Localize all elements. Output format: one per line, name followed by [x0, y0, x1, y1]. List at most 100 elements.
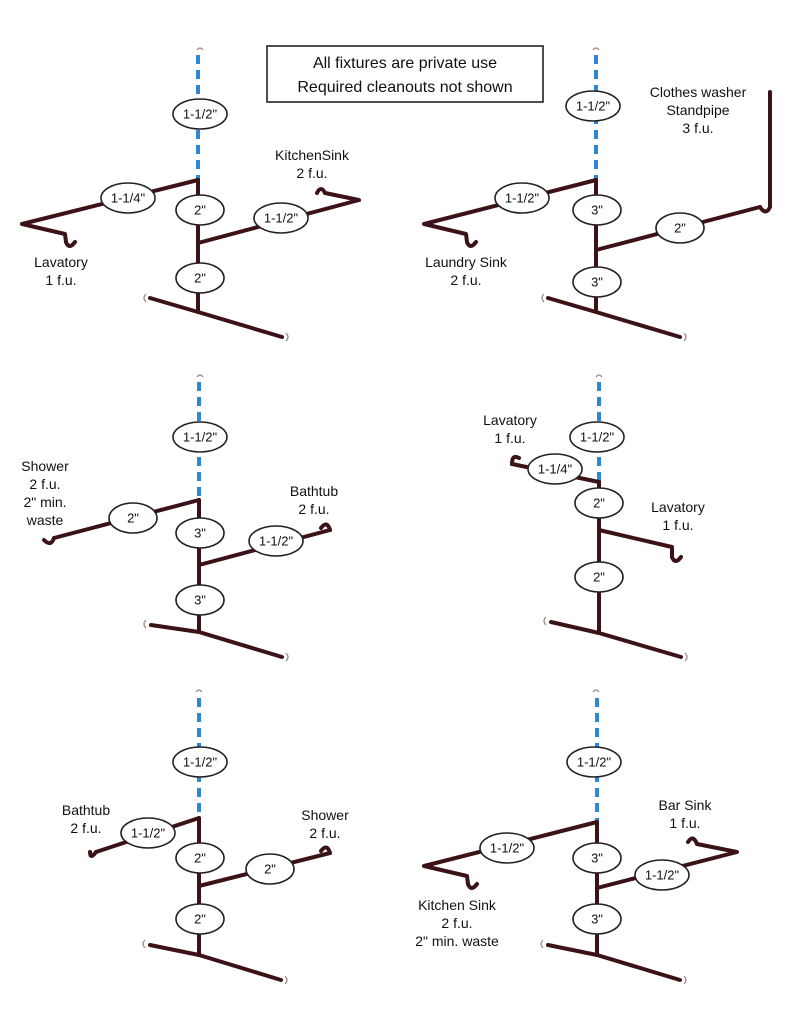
- left-fixture-name: Lavatory: [34, 254, 88, 270]
- svg-text:2": 2": [593, 570, 605, 585]
- left-trap: [88, 850, 98, 858]
- right-branch-pipe: [597, 528, 674, 559]
- standpipe: [758, 90, 772, 214]
- lower-stack-size-label: 3": [175, 584, 225, 616]
- left-fixture-note: 2" min. waste: [415, 933, 499, 949]
- right-fixture-type: Standpipe: [666, 102, 729, 118]
- diagram-2: 1-1/2" 1-1/2" 3" 2" 3" Laundry Sink 2 f.…: [422, 47, 772, 342]
- left-fixture-name: Kitchen Sink: [418, 897, 497, 913]
- right-fixture-name: Bathtub: [290, 483, 338, 499]
- lower-stack-size-label: 2": [175, 262, 225, 294]
- svg-text:3": 3": [591, 912, 603, 927]
- svg-text:2": 2": [194, 912, 206, 927]
- break-mark-left: [142, 939, 146, 949]
- left-fixture-units: 1 f.u.: [494, 430, 525, 446]
- svg-text:1-1/2": 1-1/2": [505, 191, 540, 206]
- left-trap: [510, 454, 521, 466]
- note-frame: [266, 45, 544, 103]
- right-fixture-name: Shower: [301, 807, 349, 823]
- diagram-3: 1-1/2" 2" 3" 1-1/2" 3" Shower 2 f.u. 2" …: [21, 374, 338, 662]
- left-fixture-name: Lavatory: [483, 412, 537, 428]
- left-fixture-name: Laundry Sink: [425, 254, 508, 270]
- vent-size-label: 1-1/2": [565, 90, 621, 122]
- svg-text:1-1/4": 1-1/4": [538, 462, 573, 477]
- left-fixture-units: 2 f.u.: [70, 820, 101, 836]
- right-trap: [686, 836, 699, 846]
- left-trap: [465, 240, 478, 248]
- svg-text:1-1/2": 1-1/2": [131, 826, 166, 841]
- svg-text:2": 2": [194, 271, 206, 286]
- vent-size-label: 1-1/2": [566, 746, 622, 778]
- svg-text:2": 2": [194, 851, 206, 866]
- break-mark-left: [543, 616, 547, 626]
- right-branch-size-label: 1-1/2": [248, 525, 304, 557]
- left-trap: [466, 882, 479, 890]
- diagram-6: 1-1/2" 1-1/2" 3" 1-1/2" 3" Kitchen Sink …: [415, 689, 739, 985]
- lower-stack-size-label: 2": [175, 903, 225, 935]
- svg-text:3": 3": [591, 275, 603, 290]
- svg-text:1-1/2": 1-1/2": [645, 868, 680, 883]
- left-fixture-units: 2 f.u.: [29, 476, 60, 492]
- vent-size-label: 1-1/2": [172, 421, 228, 453]
- diagram-5: 1-1/2" 1-1/2" 2" 2" 2" Bathtub 2 f.u. Sh…: [62, 689, 349, 985]
- building-drain-pipe: [148, 296, 284, 339]
- left-branch-size-label: 1-1/2": [479, 832, 535, 864]
- note-line-1: All fixtures are private use: [313, 55, 497, 72]
- right-fixture-units: 2 f.u.: [309, 825, 340, 841]
- upper-stack-size-label: 2": [175, 194, 225, 226]
- svg-text:3": 3": [194, 526, 206, 541]
- left-fixture-name: Shower: [21, 458, 69, 474]
- building-drain-pipe: [148, 943, 283, 982]
- svg-text:1-1/2": 1-1/2": [183, 107, 218, 122]
- building-drain-pipe: [546, 943, 682, 982]
- diagram-1: 1-1/2" 1-1/4" 2" 1-1/2" 2" Lavatory 1 f.…: [20, 47, 361, 342]
- building-drain-pipe: [149, 623, 284, 659]
- svg-text:3": 3": [591, 203, 603, 218]
- svg-text:1-1/2": 1-1/2": [580, 430, 615, 445]
- break-mark-top: [592, 689, 600, 693]
- right-branch-pipe: [196, 191, 361, 245]
- right-fixture-units: 1 f.u.: [662, 517, 693, 533]
- upper-stack-size-label: 2": [574, 487, 624, 519]
- left-fixture-note: waste: [26, 512, 64, 528]
- vent-size-label: 1-1/2": [172, 98, 228, 130]
- left-branch-size-label: 1-1/4": [100, 182, 156, 214]
- left-fixture-min-size: 2" min.: [23, 494, 66, 510]
- left-fixture-units: 2 f.u.: [450, 272, 481, 288]
- right-branch-size-label: 2": [245, 853, 295, 885]
- svg-text:1-1/4": 1-1/4": [111, 191, 146, 206]
- upper-stack-size-label: 3": [572, 842, 622, 874]
- svg-text:1-1/2": 1-1/2": [264, 211, 299, 226]
- svg-text:2": 2": [674, 221, 686, 236]
- right-trap: [670, 555, 683, 563]
- building-drain-pipe: [549, 620, 683, 659]
- vent-size-label: 1-1/2": [172, 746, 228, 778]
- lower-stack-size-label: 2": [574, 561, 624, 593]
- break-mark-top: [196, 374, 204, 378]
- right-fixture-units: 2 f.u.: [296, 165, 327, 181]
- right-fixture-units: 3 f.u.: [682, 120, 713, 136]
- svg-text:1-1/2": 1-1/2": [183, 430, 218, 445]
- svg-text:2": 2": [593, 496, 605, 511]
- right-trap: [319, 845, 332, 855]
- svg-text:3": 3": [194, 593, 206, 608]
- right-fixture-units: 2 f.u.: [298, 501, 329, 517]
- break-mark-top: [595, 374, 603, 378]
- right-fixture-name: Bar Sink: [659, 797, 713, 813]
- left-branch-size-label: 2": [108, 502, 158, 534]
- note-box: All fixtures are private use Required cl…: [266, 45, 544, 103]
- diagram-4: 1-1/2" 1-1/4" 2" 2" Lavatory 1 f.u. Lava…: [483, 374, 705, 662]
- left-trap: [42, 536, 56, 545]
- svg-text:3": 3": [591, 851, 603, 866]
- break-mark-top: [195, 689, 203, 693]
- svg-text:2": 2": [264, 862, 276, 877]
- left-branch-size-label: 1-1/2": [120, 817, 176, 849]
- building-drain-pipe: [546, 296, 682, 339]
- right-fixture-name: KitchenSink: [275, 147, 350, 163]
- svg-text:2": 2": [194, 203, 206, 218]
- break-mark-top: [592, 47, 600, 51]
- upper-stack-size-label: 3": [572, 194, 622, 226]
- svg-text:1-1/2": 1-1/2": [259, 534, 294, 549]
- break-mark-right: [683, 332, 687, 342]
- svg-text:2": 2": [127, 511, 139, 526]
